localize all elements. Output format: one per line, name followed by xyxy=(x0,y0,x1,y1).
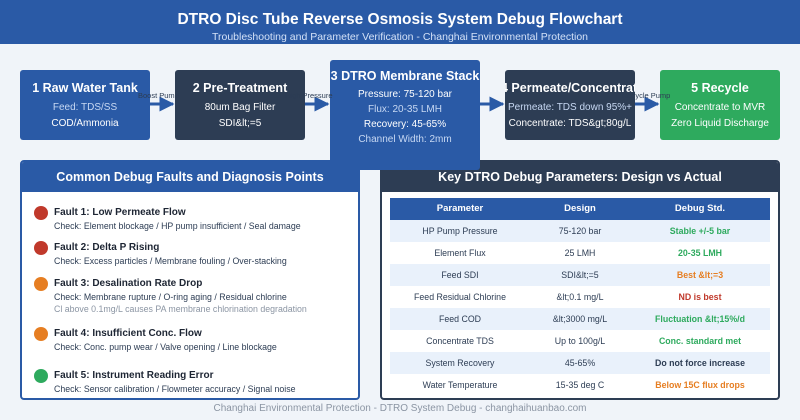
fault-note: Cl above 0.1mg/L causes PA membrane chlo… xyxy=(54,304,307,314)
table-row: Element Flux 25 LMH 20-35 LMH xyxy=(390,242,770,264)
fault-title: Fault 3: Desalination Rate Drop xyxy=(54,278,203,289)
node-title: 4 Permeate/Concentrate xyxy=(505,81,635,95)
status-dot-icon xyxy=(34,277,48,291)
fault-check: Check: Conc. pump wear / Valve opening /… xyxy=(54,342,277,352)
table-row: HP Pump Pressure 75-120 bar Stable +/-5 … xyxy=(390,220,770,242)
status-dot-icon xyxy=(34,369,48,383)
param-std: ND is best xyxy=(678,292,722,302)
node-detail: Pressure: 75-120 bar xyxy=(358,89,452,100)
param-name: Element Flux xyxy=(434,248,486,258)
param-name: Feed COD xyxy=(390,308,530,330)
table-row: Feed COD &lt;3000 mg/L Fluctuation &lt;1… xyxy=(390,308,770,330)
param-std: Below 15C flux drops xyxy=(655,380,745,390)
edge-label-boost-pump: Boost Pump xyxy=(138,91,179,100)
table-row: System Recovery 45-65% Do not force incr… xyxy=(390,352,770,374)
param-std: Conc. standard met xyxy=(658,336,742,346)
node-detail: SDI&lt;=5 xyxy=(218,118,262,129)
node-recycle[interactable]: 5 Recycle Concentrate to MVR Zero Liquid… xyxy=(660,70,780,140)
edge-label-recycle-pump: Recycle Pump xyxy=(622,91,671,100)
node-detail: COD/Ammonia xyxy=(51,118,119,129)
fault-title: Fault 4: Insufficient Conc. Flow xyxy=(54,328,202,339)
param-design: Up to 100g/L xyxy=(554,336,606,346)
node-pre-treatment[interactable]: 2 Pre-Treatment 80um Bag Filter SDI&lt;=… xyxy=(175,70,305,140)
node-detail: Feed: TDS/SS xyxy=(52,102,118,113)
param-design: 45-65% xyxy=(530,352,630,374)
fault-title: Fault 2: Delta P Rising xyxy=(54,242,160,253)
table-header-row: Parameter Design Debug Std. xyxy=(390,198,770,220)
node-title: 3 DTRO Membrane Stack xyxy=(330,69,480,83)
footer-text: Changhai Environmental Protection - DTRO… xyxy=(213,403,587,414)
node-raw-water-tank[interactable]: 1 Raw Water Tank Feed: TDS/SS COD/Ammoni… xyxy=(20,70,150,140)
node-title: 5 Recycle xyxy=(691,81,749,95)
fault-check: Check: Element blockage / HP pump insuff… xyxy=(54,221,301,231)
page-subtitle: Troubleshooting and Parameter Verificati… xyxy=(211,31,589,43)
fault-title: Fault 5: Instrument Reading Error xyxy=(54,370,214,381)
param-design: 15-35 deg C xyxy=(555,380,605,390)
fault-check: Check: Sensor calibration / Flowmeter ac… xyxy=(54,384,296,394)
param-design: 75-120 bar xyxy=(530,220,630,242)
fault-title: Fault 1: Low Permeate Flow xyxy=(54,207,186,218)
node-detail: Zero Liquid Discharge xyxy=(671,118,769,129)
status-dot-icon xyxy=(34,241,48,255)
fault-check: Check: Membrane rupture / O-ring aging /… xyxy=(54,292,287,302)
node-title: 2 Pre-Treatment xyxy=(192,81,288,95)
params-table: Parameter Design Debug Std. HP Pump Pres… xyxy=(390,198,770,396)
param-name: Water Temperature xyxy=(422,380,498,390)
node-detail: Flux: 20-35 LMH xyxy=(368,104,442,115)
param-name: HP Pump Pressure xyxy=(390,220,530,242)
param-name: System Recovery xyxy=(390,352,530,374)
faults-panel: Common Debug Faults and Diagnosis Points… xyxy=(20,160,360,400)
param-std: Stable +/-5 bar xyxy=(630,220,770,242)
column-header: Debug Std. xyxy=(630,198,770,220)
column-header: Design xyxy=(530,198,630,220)
param-std: Do not force increase xyxy=(630,352,770,374)
param-std: 20-35 LMH xyxy=(678,248,722,258)
table-row: Water Temperature 15-35 deg C Below 15C … xyxy=(390,374,770,396)
status-dot-icon xyxy=(34,327,48,341)
node-detail: Permeate: TDS down 95%+ xyxy=(507,102,633,113)
faults-panel-title: Common Debug Faults and Diagnosis Points xyxy=(22,162,358,192)
param-design: 25 LMH xyxy=(564,248,596,258)
table-row: Feed SDI SDI&lt;=5 Best &lt;=3 xyxy=(390,264,770,286)
param-design: &lt;0.1 mg/L xyxy=(556,292,604,302)
param-name: Feed SDI xyxy=(390,264,530,286)
status-dot-icon xyxy=(34,206,48,220)
node-permeate-concentrate[interactable]: 4 Permeate/Concentrate Permeate: TDS dow… xyxy=(505,70,635,140)
node-detail: Channel Width: 2mm xyxy=(358,134,452,145)
param-design: &lt;3000 mg/L xyxy=(530,308,630,330)
node-detail: Concentrate: TDS&gt;80g/L xyxy=(508,118,632,129)
edge-label-high-pressure: High Pressure xyxy=(285,91,333,100)
param-design: SDI&lt;=5 xyxy=(530,264,630,286)
page-title: DTRO Disc Tube Reverse Osmosis System De… xyxy=(177,11,623,28)
table-row: Feed Residual Chlorine &lt;0.1 mg/L ND i… xyxy=(390,286,770,308)
node-detail: Concentrate to MVR xyxy=(674,102,766,113)
node-title: 1 Raw Water Tank xyxy=(32,81,138,95)
fault-check: Check: Excess particles / Membrane fouli… xyxy=(54,256,287,266)
param-name: Concentrate TDS xyxy=(426,336,494,346)
param-std: Fluctuation &lt;15%/d xyxy=(630,308,770,330)
param-name: Feed Residual Chlorine xyxy=(414,292,506,302)
node-detail: Recovery: 45-65% xyxy=(363,119,447,130)
params-panel: Key DTRO Debug Parameters: Design vs Act… xyxy=(380,160,780,400)
param-std: Best &lt;=3 xyxy=(630,264,770,286)
column-header: Parameter xyxy=(390,198,530,220)
node-detail: 80um Bag Filter xyxy=(204,102,276,113)
table-row: Concentrate TDS Up to 100g/L Conc. stand… xyxy=(390,330,770,352)
header-banner: DTRO Disc Tube Reverse Osmosis System De… xyxy=(0,0,800,44)
node-dtro-membrane-stack[interactable]: 3 DTRO Membrane Stack Pressure: 75-120 b… xyxy=(330,60,480,170)
